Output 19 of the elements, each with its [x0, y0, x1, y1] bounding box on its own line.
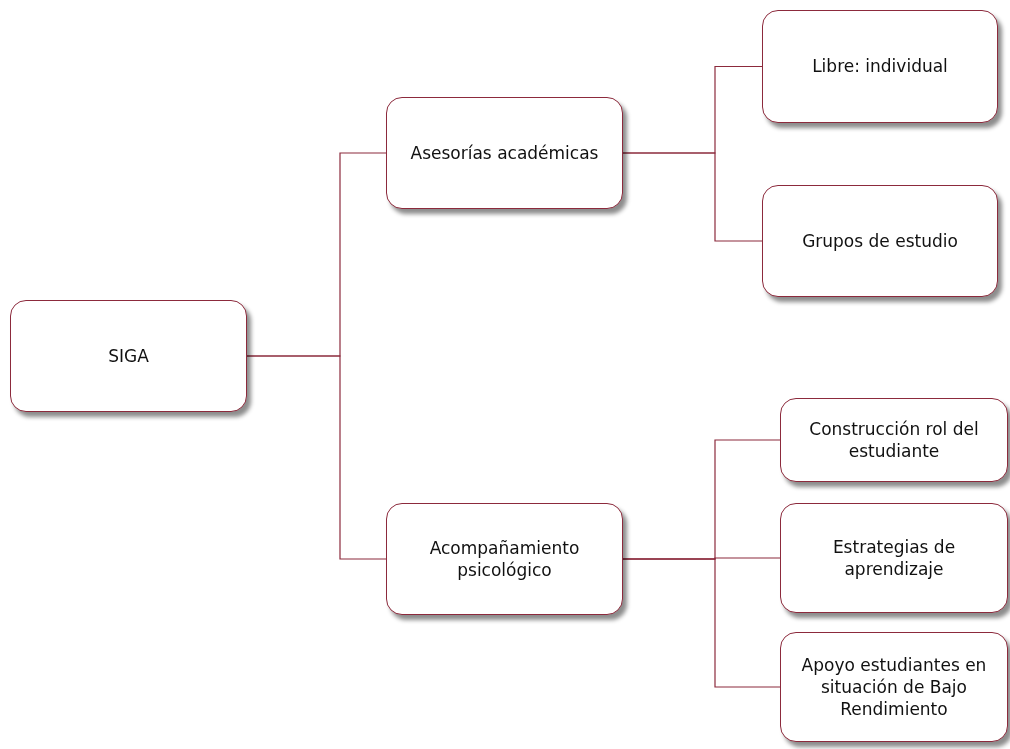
box — [10, 300, 247, 412]
node-label: Apoyo estudiantes en situación de Bajo Rendimiento — [800, 653, 988, 721]
box — [780, 632, 1008, 742]
box — [762, 10, 998, 123]
node-label: Estrategias de aprendizaje — [831, 535, 957, 581]
box — [780, 503, 1008, 613]
connector-line — [622, 558, 781, 688]
node-label: Grupos de estudio — [802, 229, 958, 253]
box — [762, 185, 998, 297]
node-label: Construcción rol del estudiante — [808, 417, 980, 463]
box — [386, 503, 623, 615]
connector-line — [246, 355, 387, 560]
node-label: SIGA — [108, 344, 149, 368]
node-label: Acompañamiento psicológico — [428, 536, 581, 582]
box — [386, 97, 623, 209]
node-label: Libre: individual — [812, 55, 948, 78]
node-label: Asesorías académicas — [410, 141, 599, 165]
box — [780, 398, 1008, 482]
connector-line — [622, 152, 763, 242]
